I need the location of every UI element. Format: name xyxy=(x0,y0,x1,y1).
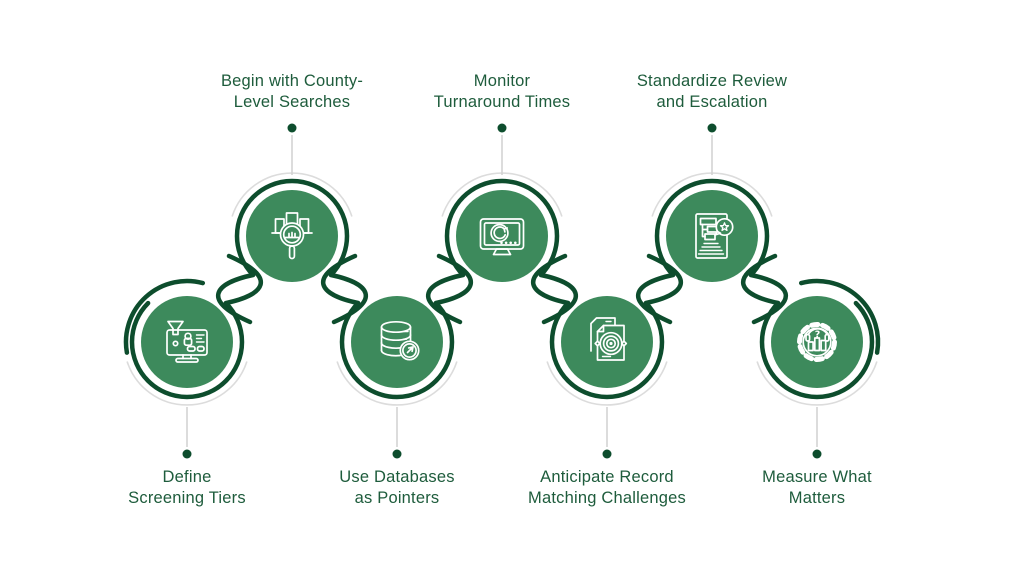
measure-gear-chart-icon: ? xyxy=(797,322,837,362)
database-pointer-icon xyxy=(380,320,420,361)
step-ring xyxy=(654,178,770,278)
step-label-standardize-review-escalation: Standardize Review and Escalation xyxy=(592,71,832,113)
step-marker-dot xyxy=(602,449,612,459)
step-label-line2: as Pointers xyxy=(354,489,440,507)
step-ring xyxy=(129,300,245,400)
step-disc xyxy=(456,190,548,282)
step-marker-dot xyxy=(392,449,402,459)
step-label-monitor-turnaround-times: Monitor Turnaround Times xyxy=(382,71,622,113)
connector-curve xyxy=(635,272,676,325)
step-disc xyxy=(141,296,233,388)
step-marker-dot xyxy=(287,123,297,133)
step-ring xyxy=(549,300,665,400)
step-label-begin-county-searches: Begin with County- Level Searches xyxy=(172,71,412,113)
accent-arc xyxy=(756,361,878,406)
step-label-define-screening-tiers: Define Screening Tiers xyxy=(67,467,307,509)
accent-arc xyxy=(336,361,458,406)
step-label-line1: Measure What xyxy=(762,468,872,486)
ribbon-end-curl xyxy=(798,278,881,355)
step-label-line1: Anticipate Record xyxy=(540,468,674,486)
step-label-line2: Level Searches xyxy=(233,93,351,111)
connector-curve xyxy=(530,253,571,306)
connector-curve xyxy=(740,253,781,306)
step-label-line1: Use Databases xyxy=(339,468,455,486)
step-label-line2: Matters xyxy=(788,489,846,507)
step-label-anticipate-record-matching: Anticipate Record Matching Challenges xyxy=(487,467,727,509)
turnaround-monitor-refresh-icon xyxy=(479,218,525,256)
step-marker-dot xyxy=(182,449,192,459)
step-disc xyxy=(666,190,758,282)
step-label-line2: Turnaround Times xyxy=(433,93,571,111)
connector-curve xyxy=(320,253,361,306)
step-label-line1: Begin with County- xyxy=(220,72,364,90)
step-label-line2: Matching Challenges xyxy=(528,489,686,507)
step-label-measure-what-matters: Measure What Matters xyxy=(697,467,937,509)
accent-arc xyxy=(126,361,248,406)
step-label-line1: Standardize Review xyxy=(636,72,788,90)
connector-ribbon xyxy=(123,178,881,400)
step-label-line2: and Escalation xyxy=(656,93,768,111)
ribbon-end-curl xyxy=(123,278,206,355)
step-disc xyxy=(351,296,443,388)
step-marker-dot xyxy=(497,123,507,133)
step-marker-dot xyxy=(707,123,717,133)
connector-curve xyxy=(215,272,256,325)
screening-funnel-monitor-icon xyxy=(166,320,208,363)
step-markers xyxy=(182,123,822,459)
step-ring xyxy=(759,300,875,400)
connector-curve xyxy=(425,272,466,325)
step-ring xyxy=(234,178,350,278)
step-label-use-databases-pointers: Use Databases as Pointers xyxy=(277,467,517,509)
step-disc xyxy=(771,296,863,388)
step-label-line1: Monitor xyxy=(473,72,531,90)
record-matching-target-icon xyxy=(590,317,628,361)
review-escalation-document-icon xyxy=(695,213,734,259)
svg-text:?: ? xyxy=(815,330,821,341)
county-search-magnifier-icon xyxy=(271,212,313,260)
step-ring xyxy=(339,300,455,400)
step-marker-dot xyxy=(812,449,822,459)
step-label-line1: Define xyxy=(162,468,212,486)
step-ring xyxy=(444,178,560,278)
step-label-line2: Screening Tiers xyxy=(128,489,246,507)
accent-arc xyxy=(546,361,668,406)
